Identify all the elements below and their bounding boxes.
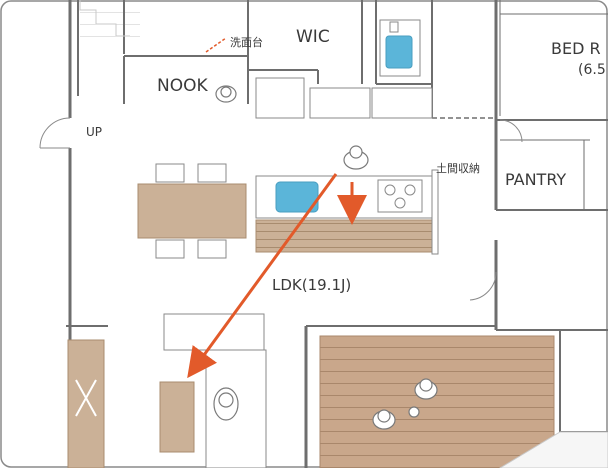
label-nook: NOOK [157, 76, 208, 96]
person-topdown-icon [343, 145, 369, 170]
label-washstand: 洗面台 [230, 35, 263, 49]
cabinets [255, 77, 433, 119]
door-swing-icon [39, 117, 523, 301]
label-up: UP [86, 125, 102, 139]
label-pantry: PANTRY [505, 170, 566, 189]
entry-corner [499, 431, 608, 468]
person-topdown-icon [372, 406, 420, 430]
label-dirt-floor-storage: 土間収納 [436, 162, 480, 175]
label-bedroom-size: (6.5 [578, 62, 606, 78]
person-topdown-icon [215, 85, 237, 103]
wood-deck [319, 335, 555, 468]
label-wic: WIC [296, 27, 330, 47]
walls [66, 0, 608, 468]
washstand-marker [205, 37, 227, 53]
staircase [77, 0, 140, 96]
kitchen-island [255, 169, 439, 255]
wic-sink [379, 19, 421, 77]
label-bedroom: BED R [551, 39, 601, 58]
person-topdown-icon [213, 387, 239, 421]
label-ldk: LDK(19.1J) [272, 276, 351, 294]
arrow-icon [187, 173, 367, 379]
dining-set [137, 163, 247, 259]
person-topdown-icon [414, 378, 438, 400]
